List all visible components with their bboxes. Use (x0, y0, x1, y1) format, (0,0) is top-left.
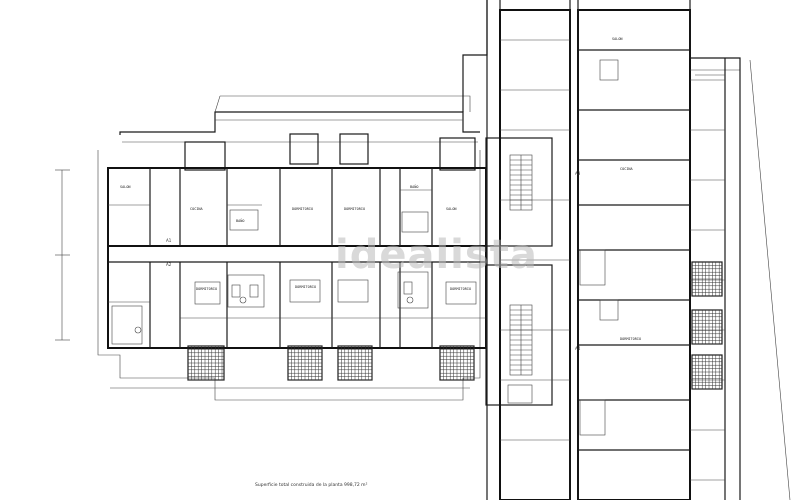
room-label: DORMITORIO (196, 287, 217, 291)
axis-mark: A4 (575, 346, 581, 351)
dimension-left (55, 169, 70, 341)
surface-caption: Superficie total construida de la planta… (255, 483, 368, 488)
room-label: COCINA (190, 207, 204, 211)
room-label: DORMITORIO (620, 337, 641, 341)
axis-mark: A1 (166, 238, 172, 243)
watermark: idealista (335, 232, 538, 278)
room-label: SALON (446, 207, 457, 211)
left-wing: SALON COCINA BAÑO DORMITORIO DORMITORIO … (97, 95, 487, 401)
room-label: DORMITORIO (292, 207, 313, 211)
room-label: DORMITORIO (450, 287, 471, 291)
room-label: SALON (612, 37, 623, 41)
room-label: SALON (120, 185, 131, 189)
room-label: COCINA (620, 167, 634, 171)
axis-mark: A2 (166, 262, 172, 267)
room-label: DORMITORIO (295, 285, 316, 289)
room-label: BAÑO (236, 218, 244, 223)
room-label: BAÑO (410, 184, 418, 189)
right-wing: SALON COCINA DORMITORIO A3 A4 (462, 0, 791, 500)
stair-core (485, 137, 553, 406)
axis-mark: A3 (575, 171, 581, 176)
room-label: DORMITORIO (344, 207, 365, 211)
